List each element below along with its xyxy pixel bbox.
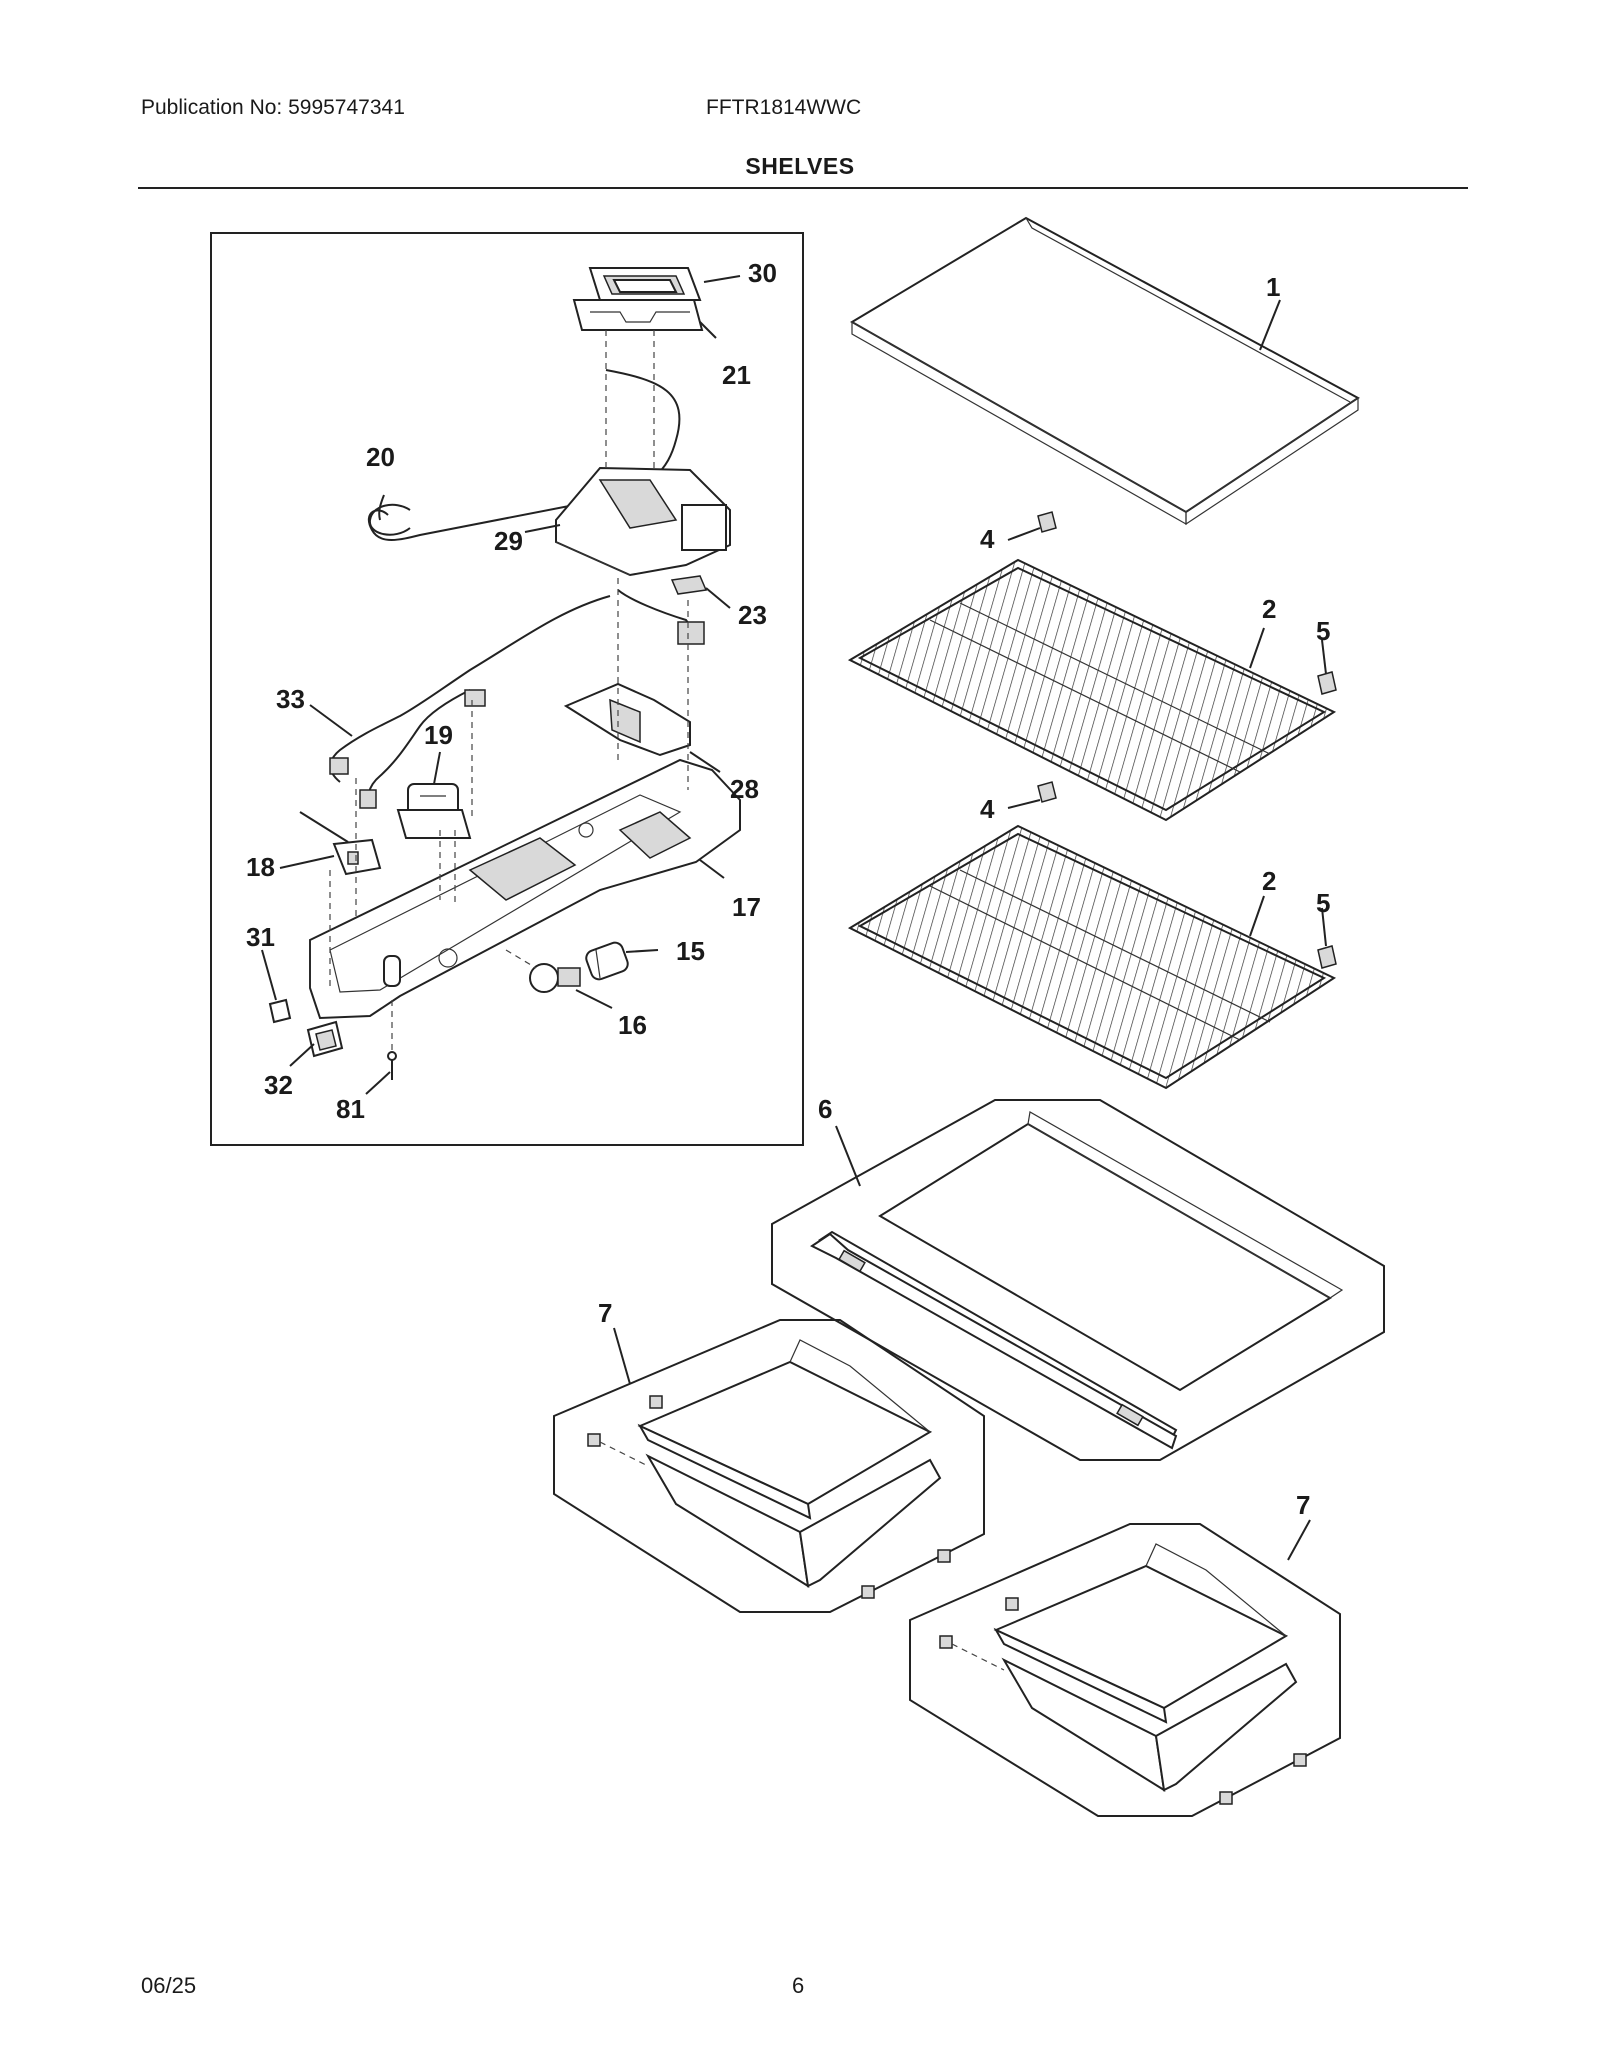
part-16-socket [505, 949, 581, 993]
callout-23: 23 [738, 600, 767, 630]
part-81-screw [387, 1051, 397, 1080]
callout-5-lower: 5 [1316, 888, 1330, 918]
callout-7-left: 7 [598, 1298, 612, 1328]
footer-page-number: 6 [792, 1973, 805, 1998]
callout-4-lower: 4 [980, 794, 995, 824]
part-28-chute [563, 682, 691, 757]
publication-number: Publication No: 5995747341 [141, 96, 405, 119]
callout-17: 17 [732, 892, 761, 922]
callout-6: 6 [818, 1094, 832, 1124]
callout-2-lower: 2 [1262, 866, 1276, 896]
callout-31: 31 [246, 922, 275, 952]
part-5-clip-upper [1317, 671, 1337, 695]
callout-7-right: 7 [1296, 1490, 1310, 1520]
callout-2-upper: 2 [1262, 594, 1276, 624]
callout-15: 15 [676, 936, 705, 966]
callout-30: 30 [748, 258, 777, 288]
callout-20: 20 [366, 442, 395, 472]
assembly-dash-lines [329, 330, 689, 1054]
part-30-frame [588, 267, 702, 301]
callout-18: 18 [246, 852, 275, 882]
header-rule [138, 187, 1468, 189]
callout-32: 32 [264, 1070, 293, 1100]
callout-33: 33 [276, 684, 305, 714]
part-33-harness [329, 589, 705, 809]
part-4-clip-lower [1037, 781, 1057, 803]
section-title: SHELVES [745, 153, 855, 179]
part-7-crisper-drawer-left-inset [553, 1319, 985, 1613]
part-2-wire-shelf-upper [847, 558, 1337, 822]
part-21-bracket [572, 299, 704, 331]
part-19-motor [396, 783, 472, 839]
leader-lines [261, 275, 1327, 1561]
callout-19: 19 [424, 720, 453, 750]
part-15-valve [585, 941, 629, 981]
footer-date: 06/25 [141, 1973, 197, 1998]
part-6-crisper-cover-inset [771, 1099, 1385, 1461]
part-23-block [670, 575, 708, 595]
callout-21: 21 [722, 360, 751, 390]
callout-labels: 30 21 20 29 23 33 19 28 18 17 31 15 16 3… [246, 258, 1330, 1520]
part-18-switch [299, 811, 382, 876]
callout-16: 16 [618, 1010, 647, 1040]
part-29-housing [555, 466, 731, 577]
callout-5-upper: 5 [1316, 616, 1330, 646]
callout-28: 28 [730, 774, 759, 804]
callout-81: 81 [336, 1094, 365, 1124]
part-1-glass-shelf [850, 216, 1360, 526]
callout-4-upper: 4 [980, 524, 995, 554]
part-5-clip-lower [1317, 945, 1337, 969]
part-7-crisper-drawer-right-inset [909, 1523, 1341, 1817]
part-4-clip-upper [1037, 511, 1057, 533]
part-2-wire-shelf-lower [847, 824, 1337, 1090]
part-31-knob [268, 998, 292, 1024]
dispenser-inset-box [210, 232, 804, 1146]
callout-29: 29 [494, 526, 523, 556]
model-number: FFTR1814WWC [706, 96, 862, 119]
part-17-tray [309, 758, 741, 1020]
callout-1: 1 [1266, 272, 1280, 302]
part-32-button [306, 1020, 344, 1058]
